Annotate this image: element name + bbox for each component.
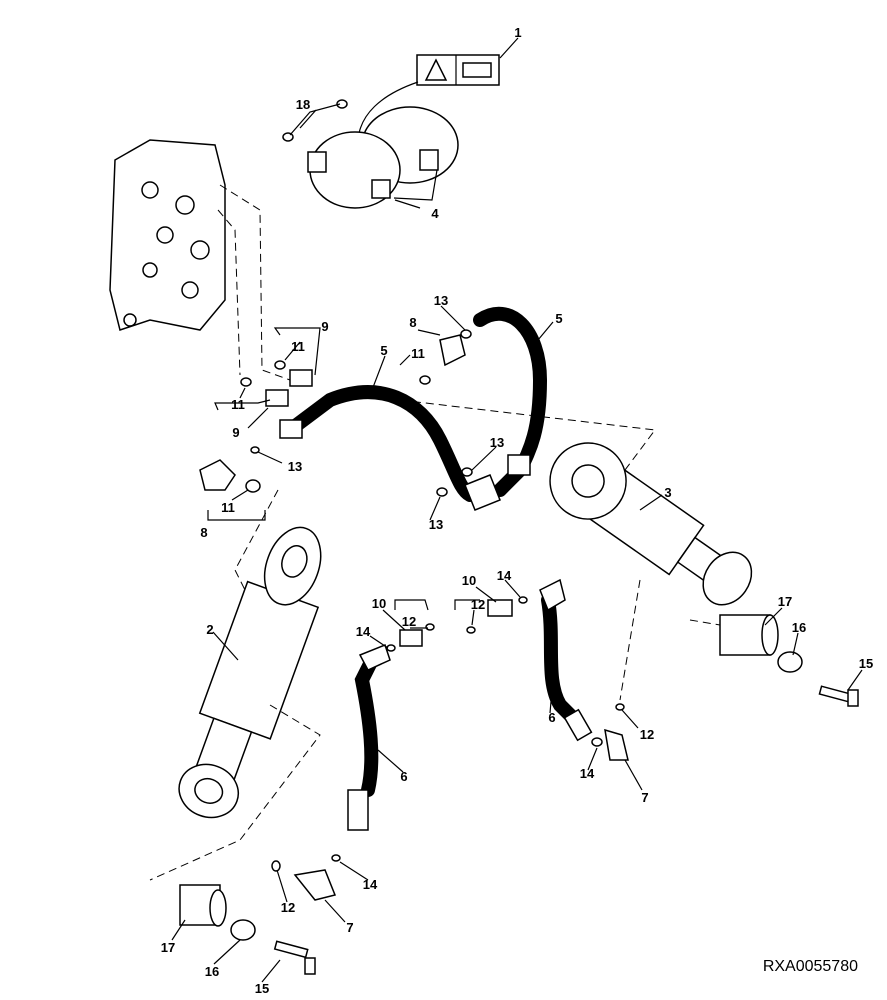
callout-11: 11 [291,339,305,354]
callout-16: 16 [792,620,806,635]
callout-18: 18 [296,97,310,112]
callout-15: 15 [255,981,269,996]
pin-17-right [719,614,779,656]
adapter-fitting-9a [289,369,313,387]
callout-11: 11 [411,346,425,361]
callout-5: 5 [380,343,387,358]
callout-4: 4 [431,206,439,221]
callout-7: 7 [346,920,353,935]
callout-13: 13 [434,293,448,308]
callout-12: 12 [471,597,485,612]
callout-1: 1 [514,25,521,40]
callout-17: 17 [778,594,792,609]
elbow-fitting-8b [199,459,236,491]
callout-14: 14 [363,877,378,892]
callout-7: 7 [641,790,648,805]
control-valve [109,139,226,331]
callout-16: 16 [205,964,219,979]
callout-13: 13 [490,435,504,450]
callout-13: 13 [429,517,443,532]
tee-fitting [464,474,501,511]
elbow-7-right [604,728,629,761]
hose-6b [541,593,582,727]
callout-9: 9 [321,319,328,334]
reference-code: RXA0055780 [763,958,858,975]
cylinder-3 [549,442,753,606]
elbow-fitting-8a [439,334,466,367]
callout-12: 12 [640,727,654,742]
callout-11: 11 [231,397,245,412]
callout-14: 14 [356,624,371,639]
adapter-10a [399,629,423,647]
callout-17: 17 [161,940,175,955]
callout-14: 14 [580,766,595,781]
adapter-10b [487,599,513,617]
washer-16-right [777,651,803,673]
bolt-15-right [818,685,859,707]
callout-8: 8 [200,525,207,540]
callout-3: 3 [664,485,671,500]
cylinder-2 [178,526,322,819]
callout-2: 2 [206,622,213,637]
elbow-7-left [293,869,337,901]
callout-6: 6 [400,769,407,784]
adapter-fitting-9b [265,389,289,407]
callout-10: 10 [372,596,386,611]
callout-10: 10 [462,573,476,588]
callout-9: 9 [232,425,239,440]
callout-6: 6 [548,710,555,725]
callout-5: 5 [555,311,562,326]
washer-16-left [230,919,256,941]
hose-5a [283,385,477,502]
callout-8: 8 [409,315,416,330]
hose-6a [354,653,379,797]
callout-11: 11 [221,500,235,515]
callout-13: 13 [288,459,302,474]
bolt-15-left [273,940,316,975]
safety-decal [416,54,500,86]
accumulators [307,106,459,209]
callout-12: 12 [281,900,295,915]
callout-12: 12 [402,614,416,629]
pin-17-left [179,884,227,927]
callout-14: 14 [497,568,512,583]
callout-15: 15 [859,656,873,671]
